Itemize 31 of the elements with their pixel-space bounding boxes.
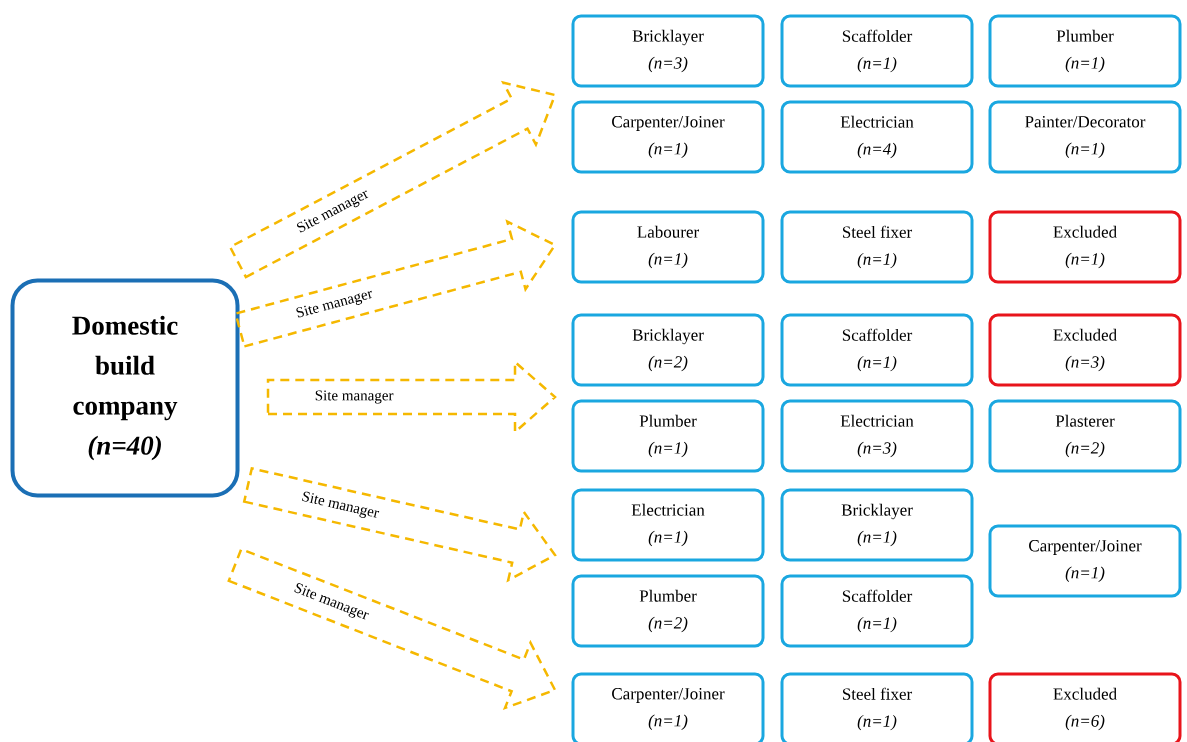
edge-label: Site manager — [315, 390, 394, 404]
trade-box: Electrician (n=3) — [780, 399, 974, 473]
trade-box: Scaffolder (n=1) — [780, 313, 974, 387]
trade-box: Plumber (n=2) — [571, 574, 765, 648]
trade-box: Plasterer (n=2) — [988, 399, 1182, 473]
trade-box: Bricklayer (n=3) — [571, 14, 765, 88]
trade-box: Painter/Decorator (n=1) — [988, 100, 1182, 174]
block-arrow — [228, 80, 557, 279]
trade-box: Steel fixer (n=1) — [780, 210, 974, 284]
block-arrow — [234, 219, 557, 348]
company-box: Domestic build company (n=40) — [10, 278, 240, 498]
edge-label: Site manager — [302, 491, 380, 518]
trade-box: Steel fixer (n=1) — [780, 672, 974, 742]
trade-box: Labourer (n=1) — [571, 210, 765, 284]
trade-box: Carpenter/Joiner (n=1) — [571, 100, 765, 174]
trade-box: Scaffolder (n=1) — [780, 14, 974, 88]
block-arrow — [227, 547, 557, 711]
trade-box: Scaffolder (n=1) — [780, 574, 974, 648]
trade-box: Carpenter/Joiner (n=1) — [988, 524, 1182, 598]
trade-box: Bricklayer (n=1) — [780, 488, 974, 562]
trade-box: Bricklayer (n=2) — [571, 313, 765, 387]
trade-box: Electrician (n=4) — [780, 100, 974, 174]
trade-box: Excluded (n=1) — [988, 210, 1182, 284]
trade-box: Carpenter/Joiner (n=1) — [571, 672, 765, 742]
trade-box: Plumber (n=1) — [571, 399, 765, 473]
trade-box: Plumber (n=1) — [988, 14, 1182, 88]
trade-box: Electrician (n=1) — [571, 488, 765, 562]
edge-label: Site manager — [294, 583, 369, 620]
trade-box: Excluded (n=3) — [988, 313, 1182, 387]
trade-box: Excluded (n=6) — [988, 672, 1182, 742]
edge-label: Site manager — [296, 290, 372, 318]
